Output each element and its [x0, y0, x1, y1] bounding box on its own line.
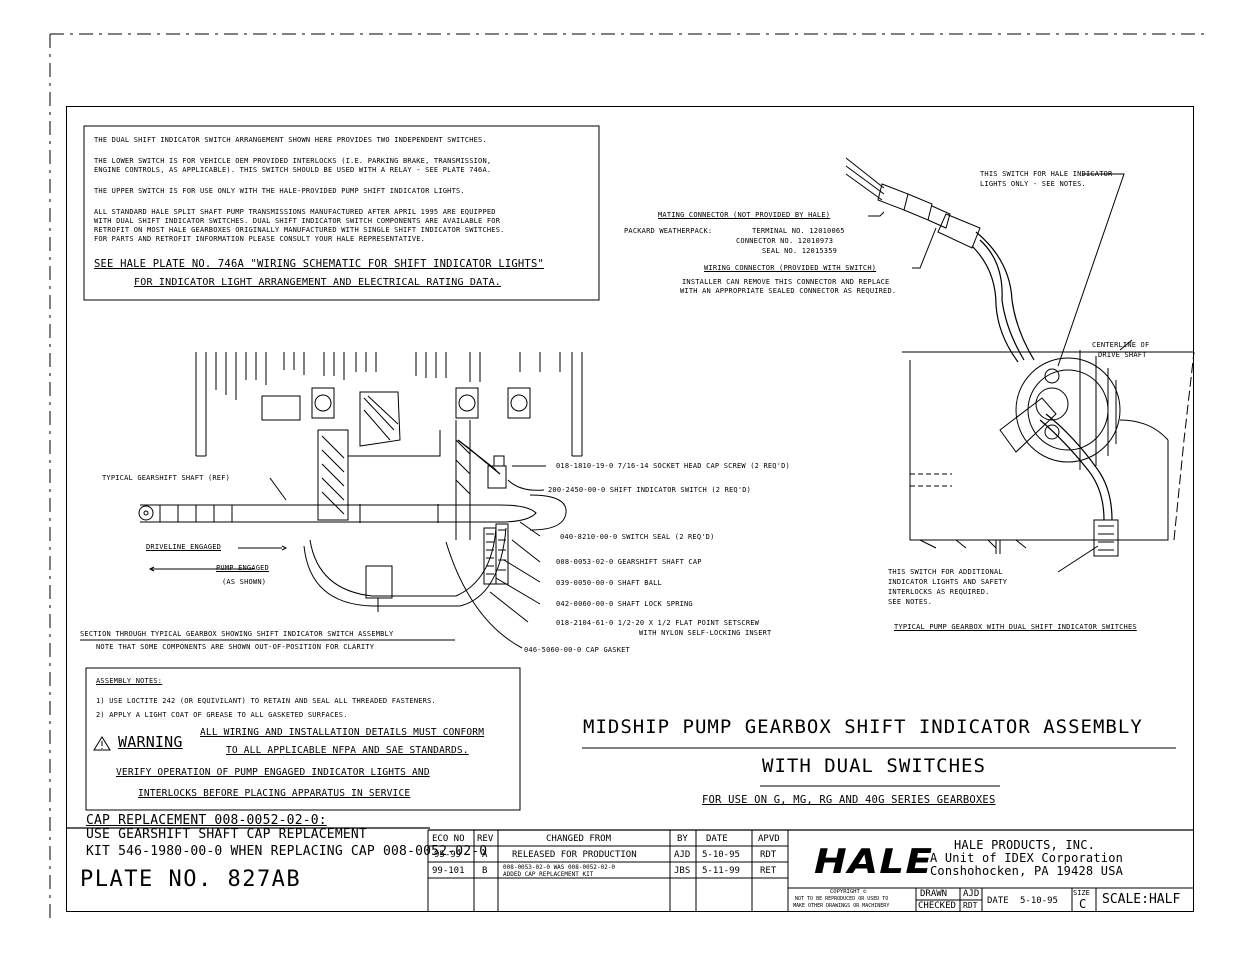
checked-label: CHECKED — [918, 901, 956, 911]
warning-line1: ALL WIRING AND INSTALLATION DETAILS MUST… — [200, 727, 485, 738]
notes-para4-line3: RETROFIT ON MOST HALE GEARBOXES ORIGINAL… — [94, 226, 505, 234]
rev-header-changed: CHANGED FROM — [546, 834, 612, 844]
connector-no: CONNECTOR NO. 12010973 — [736, 237, 834, 245]
warning-label: WARNING — [118, 733, 183, 751]
part-gearshift-shaft-cap: 008-0053-02-0 GEARSHIFT SHAFT CAP — [556, 558, 702, 566]
packard-label: PACKARD WEATHERPACK: — [624, 227, 713, 235]
company-address: Conshohocken, PA 19428 USA — [930, 864, 1124, 878]
notes-para4-line1: ALL STANDARD HALE SPLIT SHAFT PUMP TRANS… — [94, 208, 496, 216]
pump-engaged-label: PUMP ENGAGED — [216, 564, 269, 572]
rev-a-eco: 95-99 — [434, 850, 462, 860]
copyright-line3: MAKE OTHER DRAWINGS OR MACHINERY — [793, 903, 890, 909]
part-setscrew-insert: WITH NYLON SELF-LOCKING INSERT — [639, 629, 772, 637]
section-note: NOTE THAT SOME COMPONENTS ARE SHOWN OUT-… — [96, 643, 375, 651]
see-plate-line2: FOR INDICATOR LIGHT ARRANGEMENT AND ELEC… — [134, 277, 502, 288]
switch-add-line2: INDICATOR LIGHTS AND SAFETY — [888, 578, 1008, 586]
wiring-connector-label: WIRING CONNECTOR (PROVIDED WITH SWITCH) — [704, 264, 877, 272]
size-label: SIZE — [1073, 889, 1090, 897]
switch-add-line3: INTERLOCKS AS REQUIRED. — [888, 588, 990, 596]
verify-line1: VERIFY OPERATION OF PUMP ENGAGED INDICAT… — [116, 767, 430, 778]
rev-header-date: DATE — [706, 834, 728, 844]
notes-para3: THE UPPER SWITCH IS FOR USE ONLY WITH TH… — [94, 187, 465, 195]
rev-header-rev: REV — [477, 834, 494, 844]
drawing-title-line1: MIDSHIP PUMP GEARBOX SHIFT INDICATOR ASS… — [583, 716, 1143, 738]
verify-line2: INTERLOCKS BEFORE PLACING APPARATUS IN S… — [138, 788, 411, 799]
rev-b-apvd: RET — [760, 866, 777, 876]
gearshift-shaft-label: TYPICAL GEARSHIFT SHAFT (REF) — [102, 474, 231, 482]
rev-header-apvd: APVD — [758, 834, 780, 844]
rev-b-by: JBS — [674, 866, 691, 876]
notes-para4-line2: WITH DUAL SHIFT INDICATOR SWITCHES. DUAL… — [94, 217, 501, 225]
rev-a-change: RELEASED FOR PRODUCTION — [512, 850, 637, 860]
size-value: C — [1079, 897, 1087, 911]
rev-a-apvd: RDT — [760, 850, 777, 860]
rev-b-eco: 99-101 — [432, 866, 465, 876]
gearbox-side-view — [902, 339, 1195, 573]
copyright-line1: COPYRIGHT © — [830, 889, 867, 895]
title-block-lines — [66, 827, 1194, 912]
terminal-no: TERMINAL NO. 12010065 — [752, 227, 845, 235]
notes-para2-line1: THE LOWER SWITCH IS FOR VEHICLE OEM PROV… — [94, 157, 492, 165]
copyright-line2: NOT TO BE REPRODUCED OR USED TO — [795, 896, 889, 902]
assembly-notes-heading: ASSEMBLY NOTES: — [96, 677, 163, 685]
rev-b-rev: B — [482, 866, 488, 876]
mating-connector-label: MATING CONNECTOR (NOT PROVIDED BY HALE) — [658, 211, 831, 219]
part-shift-indicator-switch: 200-2450-00-0 SHIFT INDICATOR SWITCH (2 … — [548, 486, 752, 494]
section-title: SECTION THROUGH TYPICAL GEARBOX SHOWING … — [80, 630, 394, 638]
typical-pump-caption: TYPICAL PUMP GEARBOX WITH DUAL SHIFT IND… — [894, 623, 1137, 631]
part-socket-screw: 018-1810-19-0 7/16-14 SOCKET HEAD CAP SC… — [556, 462, 790, 470]
centerline-line1: CENTERLINE OF — [1092, 341, 1150, 349]
installer-line1: INSTALLER CAN REMOVE THIS CONNECTOR AND … — [682, 278, 890, 286]
rev-a-by: AJD — [674, 850, 691, 860]
warning-line2: TO ALL APPLICABLE NFPA AND SAE STANDARDS… — [226, 745, 469, 756]
switch-hale-line1: THIS SWITCH FOR HALE INDICATOR — [980, 170, 1113, 178]
drawing-title-line2: WITH DUAL SWITCHES — [762, 755, 986, 777]
switch-add-line1: THIS SWITCH FOR ADDITIONAL — [888, 568, 1003, 576]
seal-no: SEAL NO. 12015359 — [762, 247, 838, 255]
driveline-engaged-label: DRIVELINE ENGAGED — [146, 543, 222, 551]
part-cap-gasket: 046-5060-00-0 CAP GASKET — [524, 646, 630, 654]
rev-header-eco: ECO NO — [432, 834, 465, 844]
notes-para1: THE DUAL SHIFT INDICATOR SWITCH ARRANGEM… — [94, 136, 487, 144]
rev-header-by: BY — [677, 834, 688, 844]
rev-b-change: 008-0053-02-0 WAS 008-0052-02-0 — [503, 864, 615, 871]
as-shown-label: (AS SHOWN) — [222, 578, 267, 586]
section-view-gearbox — [80, 352, 583, 649]
date-label: DATE — [987, 896, 1009, 906]
drawn-by: AJD — [963, 889, 980, 899]
hale-logo: HALE — [814, 842, 934, 882]
rev-b-change-extra: ADDED CAP REPLACEMENT KIT — [503, 871, 594, 878]
part-setscrew: 018-2104-61-0 1/2-20 X 1/2 FLAT POINT SE… — [556, 619, 760, 627]
checked-by: RDT — [963, 901, 978, 910]
drawing-title-line3: FOR USE ON G, MG, RG AND 40G SERIES GEAR… — [702, 794, 996, 806]
scale-value: SCALE:HALF — [1102, 892, 1181, 907]
assembly-note-2: 2) APPLY A LIGHT COAT OF GREASE TO ALL G… — [96, 711, 348, 719]
part-shaft-lock-spring: 042-0060-00-0 SHAFT LOCK SPRING — [556, 600, 693, 608]
notes-para2-line2: ENGINE CONTROLS, AS APPLICABLE). THIS SW… — [94, 166, 492, 174]
notes-para4-line4: FOR PARTS AND RETROFIT INFORMATION PLEAS… — [94, 235, 426, 243]
assembly-note-1: 1) USE LOCTITE 242 (OR EQUIVILANT) TO RE… — [96, 697, 436, 705]
installer-line2: WITH AN APPROPRIATE SEALED CONNECTOR AS … — [680, 287, 897, 295]
cap-replacement-line1: CAP REPLACEMENT 008-0052-02-0: — [86, 813, 327, 828]
cap-replacement-line2: USE GEARSHIFT SHAFT CAP REPLACEMENT — [86, 827, 367, 842]
switch-hale-line2: LIGHTS ONLY - SEE NOTES. — [980, 180, 1086, 188]
switch-add-line4: SEE NOTES. — [888, 598, 933, 606]
rev-a-date: 5-10-95 — [702, 850, 740, 860]
wiring-connector-drawing — [845, 157, 1125, 367]
part-switch-seal: 040-8210-00-0 SWITCH SEAL (2 REQ'D) — [560, 533, 715, 541]
see-plate-line1: SEE HALE PLATE NO. 746A "WIRING SCHEMATI… — [94, 258, 544, 270]
drawn-label: DRAWN — [920, 889, 948, 899]
part-shaft-ball: 039-0050-00-0 SHAFT BALL — [556, 579, 662, 587]
company-unit: A Unit of IDEX Corporation — [930, 851, 1124, 865]
cap-replacement-line3: KIT 546-1980-00-0 WHEN REPLACING CAP 008… — [86, 844, 488, 859]
rev-a-rev: A — [482, 850, 488, 860]
date-value: 5-10-95 — [1020, 896, 1058, 906]
centerline-line2: DRIVE SHAFT — [1098, 351, 1147, 359]
company-name: HALE PRODUCTS, INC. — [954, 838, 1096, 852]
drawing-sheet-border — [66, 106, 1194, 912]
rev-b-date: 5-11-99 — [702, 866, 740, 876]
